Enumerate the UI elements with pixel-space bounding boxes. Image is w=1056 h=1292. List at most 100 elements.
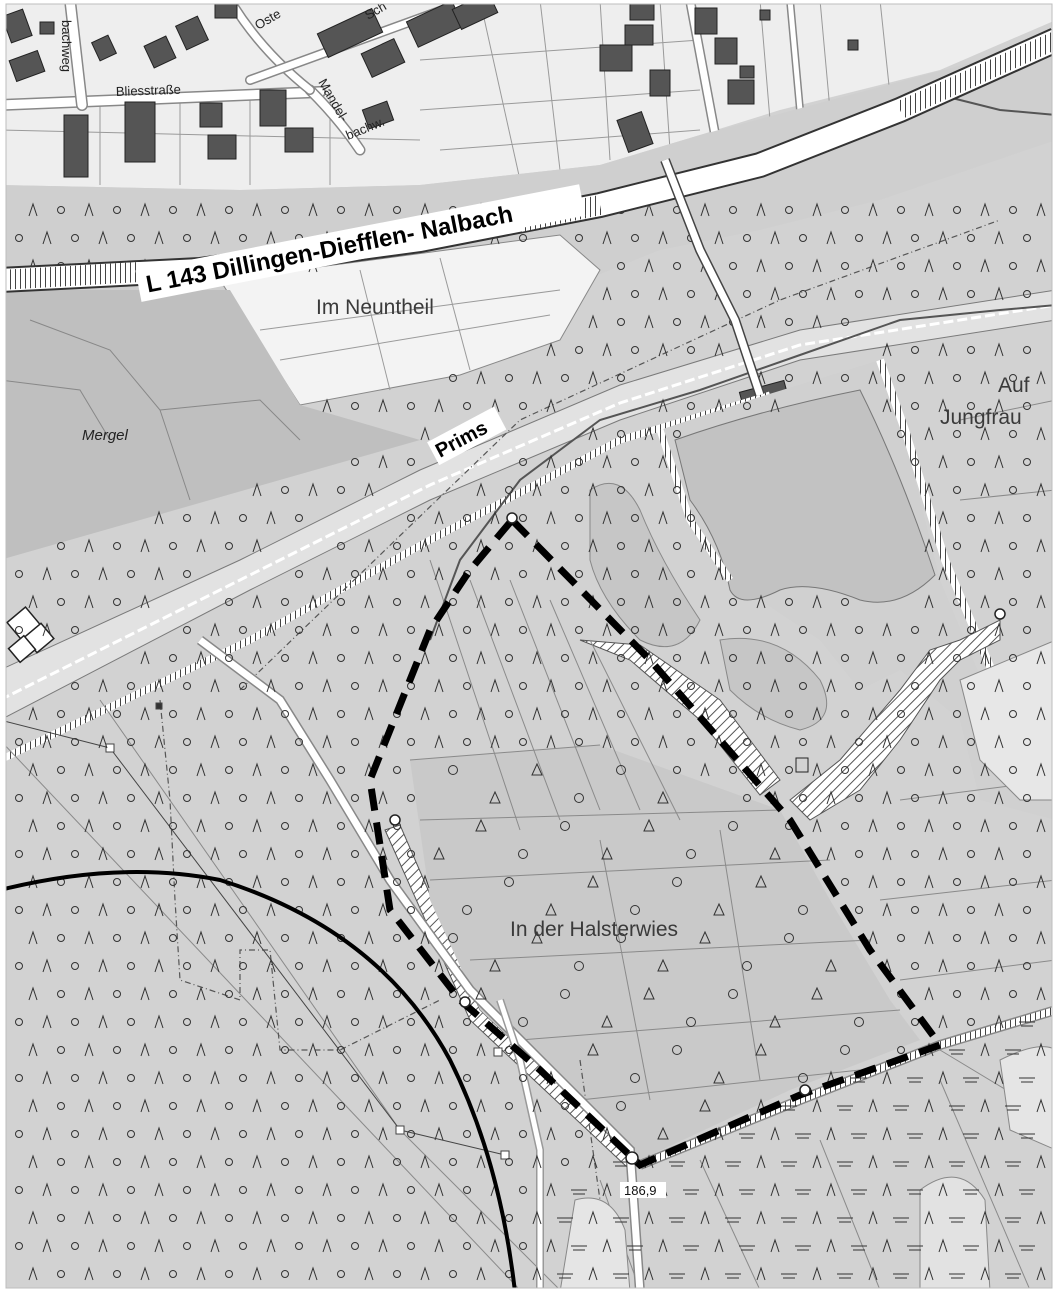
- meadow-symbol: [602, 678, 612, 693]
- orchard-symbol: [295, 682, 303, 690]
- meadow-symbol: [938, 1182, 948, 1197]
- orchard-symbol: [1009, 598, 1017, 606]
- orchard-symbol: [337, 822, 345, 830]
- place-label-in-der-halsterwies: In der Halsterwies: [510, 918, 678, 941]
- orchard-symbol: [449, 1158, 457, 1166]
- orchard-symbol: [281, 1158, 289, 1166]
- orchard-symbol: [673, 318, 681, 326]
- meadow-symbol: [154, 230, 164, 245]
- orchard-symbol: [953, 878, 961, 886]
- meadow-symbol: [658, 286, 668, 301]
- outline-building-west: [6, 606, 55, 664]
- orchard-symbol: [239, 962, 247, 970]
- orchard-symbol: [57, 1046, 65, 1054]
- orchard-symbol: [393, 1214, 401, 1222]
- orchard-symbol: [911, 738, 919, 746]
- meadow-symbol: [938, 342, 948, 357]
- meadow-symbol: [476, 650, 486, 665]
- meadow-symbol: [266, 846, 276, 861]
- meadow-symbol: [84, 1266, 94, 1281]
- prims-river-line: [6, 304, 1052, 699]
- meadow-symbol: [994, 790, 1004, 805]
- meadow-symbol: [364, 482, 374, 497]
- meadow-symbol: [532, 594, 542, 609]
- orchard-symbol: [911, 962, 919, 970]
- grass-symbol-circle: [742, 961, 752, 971]
- orchard-symbol: [127, 1186, 135, 1194]
- meadow-symbol: [588, 482, 598, 497]
- meadow-symbol: [994, 1070, 1004, 1085]
- grass-symbol-circle: [616, 1101, 626, 1111]
- meadow-symbol: [770, 1238, 780, 1253]
- meadow-symbol: [434, 1070, 444, 1085]
- meadow-symbol: [1036, 538, 1046, 553]
- orchard-symbol: [351, 682, 359, 690]
- street-label-bachweg: bachweg: [59, 20, 74, 72]
- meadow-symbol: [532, 706, 542, 721]
- wetland-symbol: [1019, 1133, 1035, 1139]
- orchard-symbol: [169, 710, 177, 718]
- project-boundary: [366, 514, 946, 1170]
- grass-symbol-circle: [784, 933, 794, 943]
- meadow-symbol: [924, 1210, 934, 1225]
- meadow-symbol: [756, 1210, 766, 1225]
- meadow-symbol: [196, 986, 206, 1001]
- orchard-symbol: [1009, 262, 1017, 270]
- orchard-symbol: [351, 738, 359, 746]
- meadow-symbol: [980, 762, 990, 777]
- meadow-symbol: [994, 678, 1004, 693]
- orchard-symbol: [393, 598, 401, 606]
- orchard-symbol: [337, 1214, 345, 1222]
- water-south-east: [919, 1176, 991, 1288]
- wetland-symbol: [571, 1189, 587, 1195]
- meadow-symbol: [882, 1238, 892, 1253]
- meadow-symbol: [308, 818, 318, 833]
- elevation-label: 186,9: [624, 1183, 657, 1198]
- orchard-symbol: [505, 542, 513, 550]
- orchard-symbol: [617, 710, 625, 718]
- meadow-symbol: [882, 902, 892, 917]
- meadow-symbol: [812, 594, 822, 609]
- meadow-symbol: [812, 202, 822, 217]
- meadow-symbol: [378, 566, 388, 581]
- meadow-symbol: [1036, 650, 1046, 665]
- meadow-symbol: [210, 958, 220, 973]
- meadow-symbol: [980, 706, 990, 721]
- grass-symbol-triangle: [587, 1042, 599, 1056]
- meadow-symbol: [420, 1042, 430, 1057]
- meadow-symbol: [364, 594, 374, 609]
- meadow-symbol: [1036, 1266, 1046, 1281]
- meadow-symbol: [882, 734, 892, 749]
- meadow-symbol: [714, 1238, 724, 1253]
- meadow-symbol: [756, 650, 766, 665]
- grass-symbol-circle: [616, 765, 626, 775]
- meadow-symbol: [28, 1042, 38, 1057]
- meadow-symbol: [322, 846, 332, 861]
- orchard-symbol: [351, 458, 359, 466]
- orchard-symbol: [967, 458, 975, 466]
- wetland-symbol: [851, 1077, 867, 1083]
- meadow-symbol: [980, 202, 990, 217]
- meadow-symbol: [252, 650, 262, 665]
- orchard-symbol: [1023, 794, 1031, 802]
- meadow-symbol: [1036, 202, 1046, 217]
- orchard-symbol: [127, 906, 135, 914]
- meadow-symbol: [546, 1126, 556, 1141]
- orchard-symbol: [183, 682, 191, 690]
- meadow-symbol: [154, 958, 164, 973]
- grass-symbol-circle: [504, 877, 514, 887]
- orchard-symbol: [127, 234, 135, 242]
- orchard-symbol: [785, 374, 793, 382]
- meadow-symbol: [196, 706, 206, 721]
- meadow-symbol: [756, 706, 766, 721]
- orchard-symbol: [15, 1130, 23, 1138]
- orchard-symbol: [57, 934, 65, 942]
- orchard-symbol: [1023, 514, 1031, 522]
- meadow-symbol: [210, 622, 220, 637]
- grass-symbol-circle: [630, 905, 640, 915]
- meadow-symbol: [434, 1014, 444, 1029]
- meadow-symbol: [420, 538, 430, 553]
- orchard-symbol: [911, 402, 919, 410]
